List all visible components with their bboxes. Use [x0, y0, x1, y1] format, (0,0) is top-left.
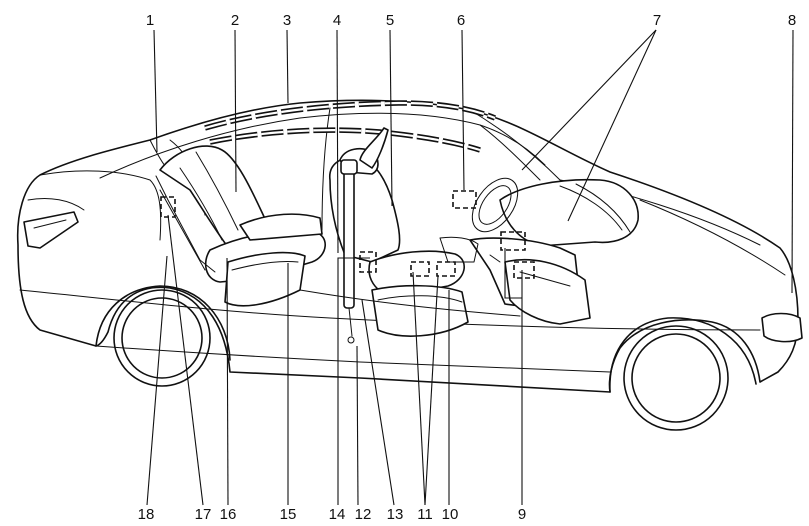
callout-numbers: 1 2 3 4 5 6 7 8 18 17 16 15 14 12 13 11 …: [138, 12, 797, 523]
callout-12: 12: [355, 506, 372, 523]
locator-dash-lower: [513, 261, 535, 279]
callout-3: 3: [283, 12, 291, 29]
callout-7: 7: [653, 12, 661, 29]
locator-seat-lower-a: [410, 261, 430, 277]
locator-seat-lower-b: [436, 261, 456, 277]
callout-13: 13: [387, 506, 404, 523]
callout-11: 11: [417, 506, 433, 523]
locator-dash-upper: [500, 231, 526, 251]
callout-17: 17: [195, 506, 212, 523]
locator-seat-side: [359, 251, 377, 273]
component-locators: [160, 190, 535, 279]
locator-6: [452, 190, 477, 209]
callout-14: 14: [329, 506, 346, 523]
callout-16: 16: [220, 506, 237, 523]
car-illustration: [16, 99, 803, 393]
front-wheel: [609, 317, 757, 431]
curtain-airbag-rail: [204, 100, 497, 153]
front-seat: [329, 127, 469, 344]
leader-lines: [146, 29, 794, 506]
callout-15: 15: [280, 506, 297, 523]
callout-6: 6: [457, 12, 465, 29]
callout-4: 4: [333, 12, 341, 29]
dashboard: [299, 177, 639, 325]
callout-10: 10: [442, 506, 459, 523]
callout-2: 2: [231, 12, 239, 29]
headlight: [761, 312, 803, 343]
rear-seat: [155, 145, 326, 307]
tail-light: [23, 211, 79, 249]
callout-9: 9: [518, 506, 526, 523]
callout-1: 1: [146, 12, 154, 29]
callout-8: 8: [788, 12, 796, 29]
rear-wheel: [95, 285, 231, 387]
callout-18: 18: [138, 506, 155, 523]
callout-5: 5: [386, 12, 394, 29]
